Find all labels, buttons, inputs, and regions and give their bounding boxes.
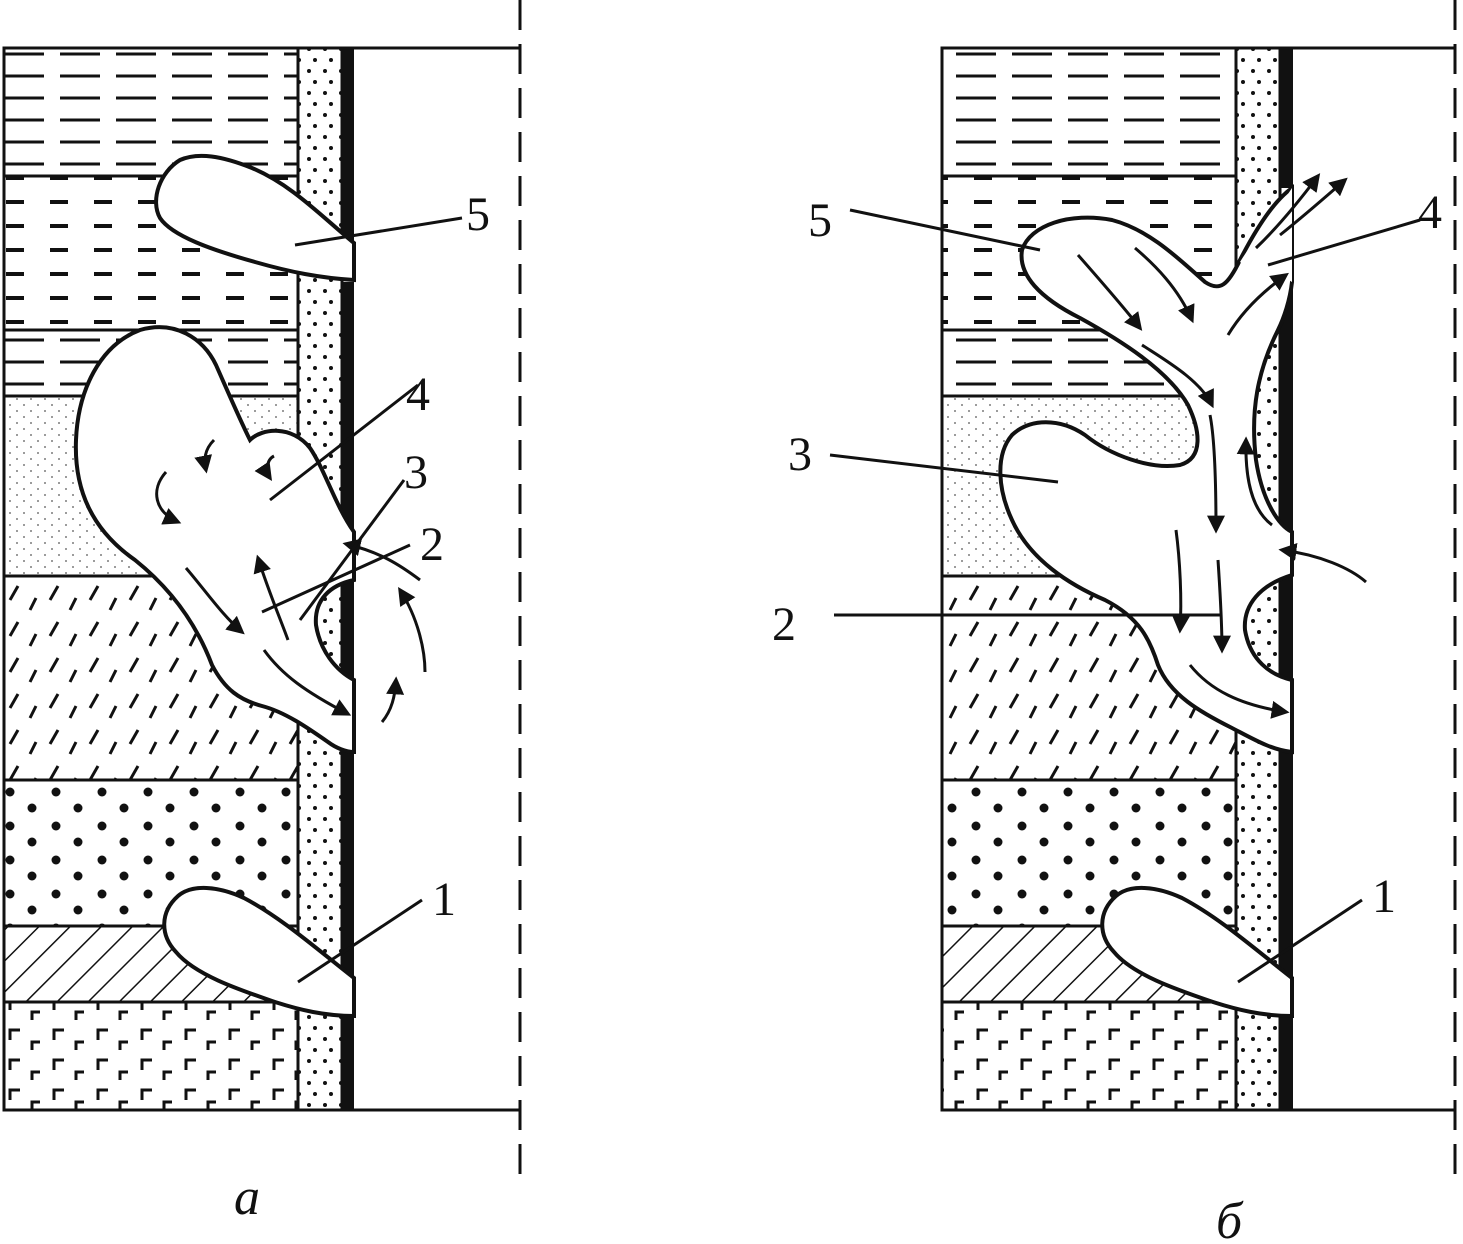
label-3: 3 — [788, 428, 812, 481]
leader-lines — [261, 216, 463, 984]
casing — [341, 48, 354, 1110]
label-3: 3 — [404, 446, 428, 499]
label-5: 5 — [808, 194, 832, 247]
panel-a: 5 4 3 2 1 а — [2, 0, 522, 1226]
label-4: 4 — [1418, 186, 1442, 239]
upper-channel — [1240, 188, 1292, 282]
caption-b: б — [1216, 1193, 1244, 1244]
caption-a: а — [234, 1169, 260, 1226]
panel-b: 5 4 3 2 1 б — [772, 0, 1457, 1244]
flow-arrows — [1076, 173, 1367, 719]
label-5: 5 — [466, 188, 490, 241]
main-cavern — [73, 325, 356, 755]
label-1: 1 — [432, 873, 456, 926]
casing — [1280, 48, 1293, 1110]
cavity-1 — [1100, 885, 1294, 1019]
label-2: 2 — [772, 598, 796, 651]
label-2: 2 — [420, 518, 444, 571]
cavity-5 — [154, 153, 356, 283]
cavity-1 — [162, 885, 356, 1019]
label-4: 4 — [406, 368, 430, 421]
label-1: 1 — [1372, 870, 1396, 923]
leader-lines — [829, 208, 1421, 984]
